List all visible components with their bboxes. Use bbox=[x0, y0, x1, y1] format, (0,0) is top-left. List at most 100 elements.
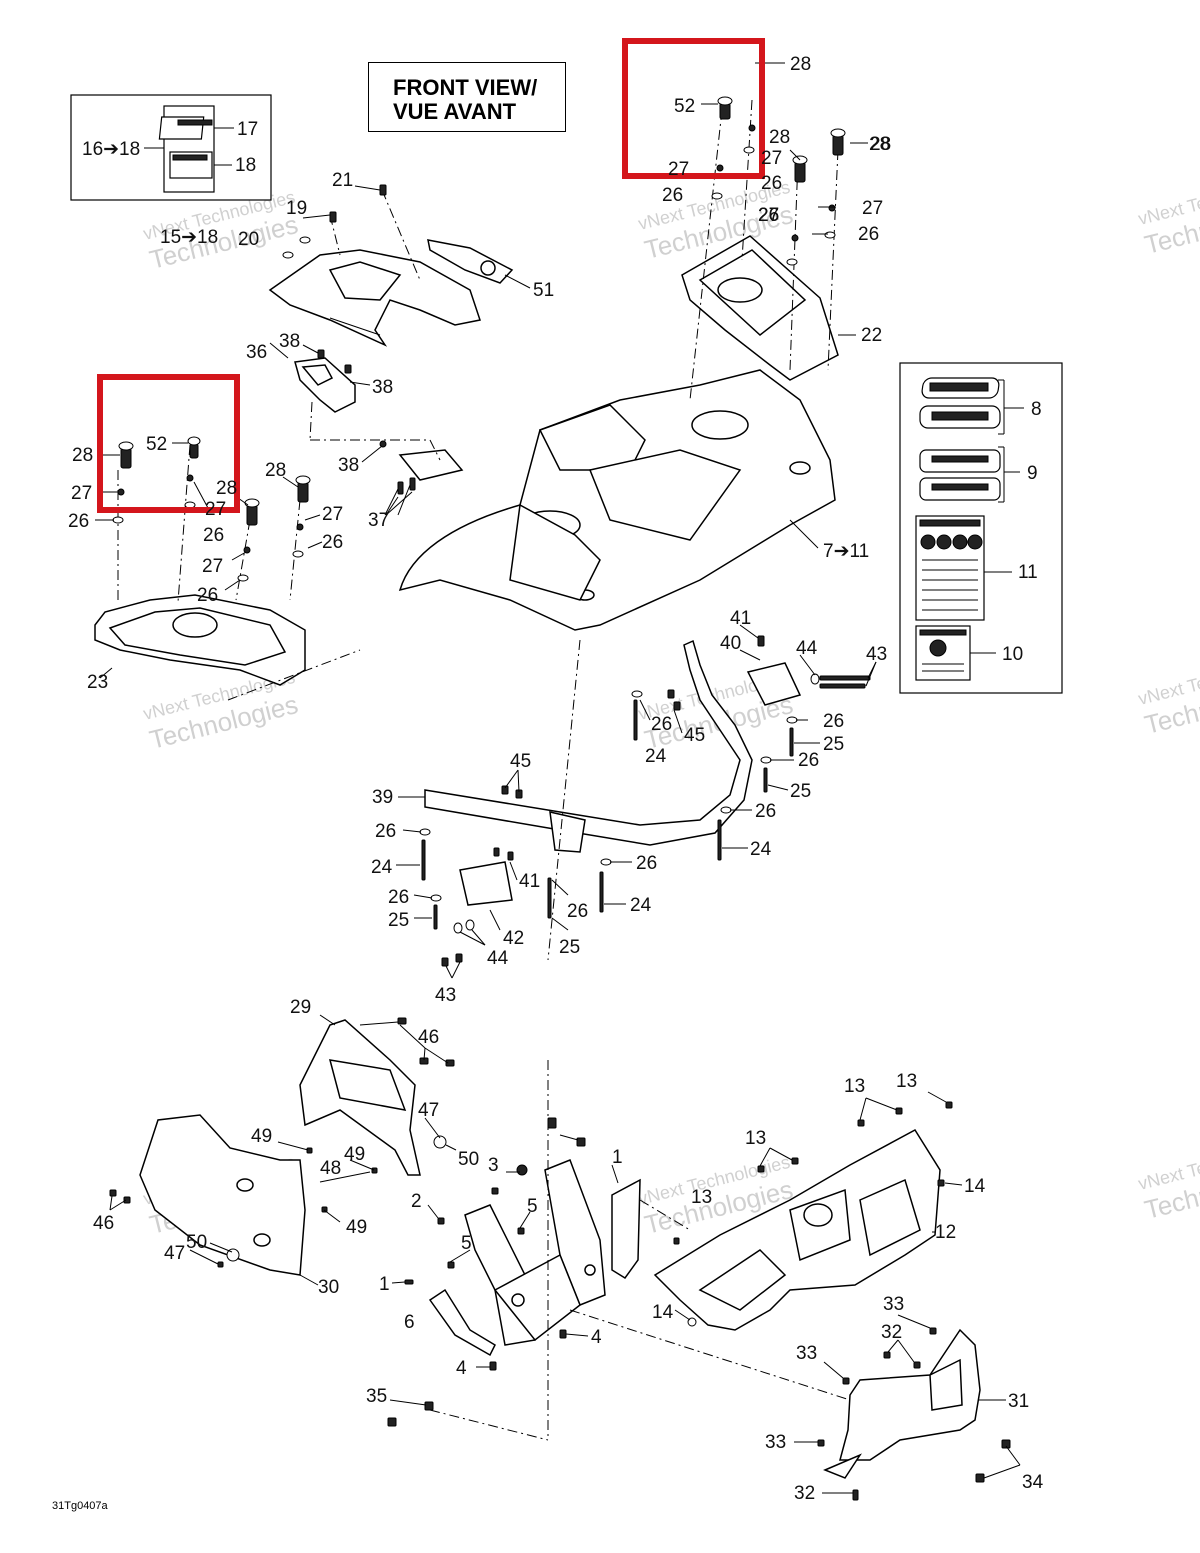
callout-26h: 26 bbox=[322, 532, 343, 553]
callout-5a: 5 bbox=[527, 1196, 538, 1217]
callout-13c: 13 bbox=[745, 1128, 766, 1149]
callout-44a: 44 bbox=[796, 638, 818, 659]
callout-49c: 49 bbox=[346, 1217, 367, 1238]
callout-26o: 26 bbox=[636, 853, 657, 874]
front-cover-20 bbox=[268, 249, 481, 347]
view-title-box: FRONT VIEW/ VUE AVANT bbox=[368, 62, 566, 132]
callout-23: 23 bbox=[87, 672, 108, 693]
callout-14b: 14 bbox=[652, 1302, 674, 1323]
callout-22: 22 bbox=[861, 325, 882, 346]
callout-41b: 41 bbox=[519, 871, 540, 892]
callout-33a: 33 bbox=[883, 1294, 904, 1315]
callout-26f: 26 bbox=[758, 205, 779, 226]
callout-47a: 47 bbox=[418, 1100, 439, 1121]
callout-38b: 38 bbox=[372, 377, 393, 398]
callout-37: 37 bbox=[368, 510, 389, 531]
callout-31: 31 bbox=[1008, 1391, 1029, 1412]
callout-13d: 13 bbox=[691, 1187, 712, 1208]
callout-38c: 38 bbox=[338, 455, 359, 476]
callout-26m: 26 bbox=[755, 801, 776, 822]
callout-10: 10 bbox=[1002, 644, 1023, 665]
callout-14a: 14 bbox=[964, 1176, 986, 1197]
callout-52a: 52 bbox=[146, 434, 167, 455]
callout-27d: 27 bbox=[668, 159, 689, 180]
side-panel-30 bbox=[139, 1114, 319, 1286]
callout-24d: 24 bbox=[630, 895, 652, 916]
callout-38a: 38 bbox=[279, 331, 300, 352]
front-bumper-12 bbox=[653, 1129, 941, 1331]
callout-49b: 49 bbox=[344, 1144, 365, 1165]
callout-41a: 41 bbox=[730, 608, 751, 629]
front-fender-7 bbox=[398, 369, 836, 631]
callout-25b: 25 bbox=[790, 781, 811, 802]
callout-34: 34 bbox=[1022, 1472, 1044, 1493]
drawing-code: 31Tg0407a bbox=[52, 1500, 108, 1512]
callout-28e: 28 bbox=[790, 54, 811, 75]
callout-28a: 28 bbox=[72, 445, 93, 466]
highlight-box-left bbox=[97, 374, 240, 513]
callout-48: 48 bbox=[320, 1158, 341, 1179]
front-rack-22 bbox=[681, 235, 856, 381]
callout-26q: 26 bbox=[388, 887, 409, 908]
callout-8: 8 bbox=[1031, 399, 1042, 420]
decal-panel-16-18 bbox=[70, 94, 272, 201]
callout-13b: 13 bbox=[896, 1071, 917, 1092]
callout-47b: 47 bbox=[164, 1243, 185, 1264]
callout-27a: 27 bbox=[71, 483, 92, 504]
callout-1b: 1 bbox=[379, 1274, 390, 1295]
callout-9: 9 bbox=[1027, 463, 1038, 484]
callout-27e: 27 bbox=[862, 198, 883, 219]
callout-26p: 26 bbox=[567, 901, 588, 922]
callout-26a: 26 bbox=[68, 511, 89, 532]
callout-17: 17 bbox=[237, 119, 258, 140]
callout-2: 2 bbox=[411, 1191, 422, 1212]
callout-46a: 46 bbox=[418, 1027, 439, 1048]
callout-40: 40 bbox=[720, 633, 741, 654]
callout-7-11: 7➔11 bbox=[823, 541, 869, 562]
view-title-line1: FRONT VIEW/ bbox=[393, 75, 538, 100]
decal-panel-7-11 bbox=[899, 362, 1063, 694]
callout-5b: 5 bbox=[461, 1233, 472, 1254]
callout-27g: 27 bbox=[322, 504, 343, 525]
view-title-line2: VUE AVANT bbox=[393, 99, 517, 124]
callout-28b: 28 bbox=[216, 478, 237, 499]
callout-26d: 26 bbox=[662, 185, 683, 206]
callout-36: 36 bbox=[246, 342, 267, 363]
callout-43a: 43 bbox=[866, 644, 887, 665]
callout-24c: 24 bbox=[371, 857, 393, 878]
callout-25d: 25 bbox=[559, 937, 580, 958]
callout-42: 42 bbox=[503, 928, 524, 949]
callout-50b: 50 bbox=[186, 1232, 207, 1253]
callout-26k: 26 bbox=[823, 711, 844, 732]
callout-24b: 24 bbox=[750, 839, 772, 860]
callout-45a: 45 bbox=[684, 725, 705, 746]
callout-24a: 24 bbox=[645, 746, 667, 767]
callout-45b: 45 bbox=[510, 751, 531, 772]
callout-35: 35 bbox=[366, 1386, 387, 1407]
bumper-support-2 bbox=[428, 1159, 641, 1357]
callout-44b: 44 bbox=[487, 948, 509, 969]
callout-4a: 4 bbox=[456, 1358, 467, 1379]
callout-26l: 26 bbox=[798, 750, 819, 771]
callout-15-18: 15➔18 bbox=[160, 227, 218, 248]
callout-43b: 43 bbox=[435, 985, 456, 1006]
callout-27b: 27 bbox=[205, 499, 226, 520]
callout-6: 6 bbox=[404, 1312, 415, 1333]
highlight-box-top bbox=[622, 38, 765, 179]
callout-19: 19 bbox=[286, 198, 307, 219]
callout-49a: 49 bbox=[251, 1126, 272, 1147]
callout-1a: 1 bbox=[612, 1147, 623, 1168]
callout-32a: 32 bbox=[881, 1322, 902, 1343]
rack-23 bbox=[94, 594, 306, 686]
hardware bbox=[109, 96, 1011, 1501]
skid-plate-31 bbox=[823, 1328, 1006, 1479]
callout-16-18: 16➔18 bbox=[82, 139, 140, 160]
callout-28f: 28 bbox=[870, 134, 891, 155]
callout-28c: 28 bbox=[265, 460, 286, 481]
callout-26b: 26 bbox=[203, 525, 224, 546]
part-36 bbox=[294, 357, 356, 413]
callouts: 16➔18171815➔1819202151363838383752282726… bbox=[68, 54, 1044, 1504]
callout-25c: 25 bbox=[388, 910, 409, 931]
callout-26i: 26 bbox=[197, 585, 218, 606]
